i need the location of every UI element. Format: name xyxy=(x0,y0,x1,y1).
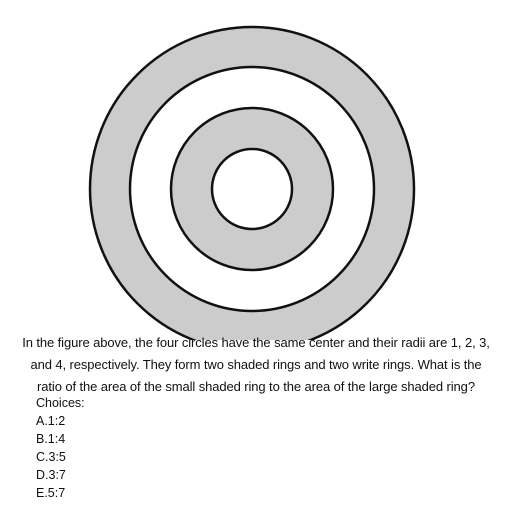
choice-e: E.5:7 xyxy=(36,486,66,500)
choices-list: Choices: A.1:2 B.1:4 C.3:5 D.3:7 E.5:7 xyxy=(36,394,85,502)
choice-d: D.3:7 xyxy=(36,468,66,482)
choice-a: A.1:2 xyxy=(36,414,66,428)
choice-b: B.1:4 xyxy=(36,432,66,446)
circle-radius-1 xyxy=(210,147,294,231)
question-line-2: and 4, respectively. They form two shade… xyxy=(30,357,482,372)
choices-label: Choices: xyxy=(36,396,85,410)
question-line-1: In the figure above, the four circles ha… xyxy=(22,335,490,350)
concentric-rings-figure xyxy=(88,25,416,340)
choice-c: C.3:5 xyxy=(36,450,66,464)
question-line-3: ratio of the area of the small shaded ri… xyxy=(37,379,475,394)
question-text: In the figure above, the four circles ha… xyxy=(18,332,494,398)
